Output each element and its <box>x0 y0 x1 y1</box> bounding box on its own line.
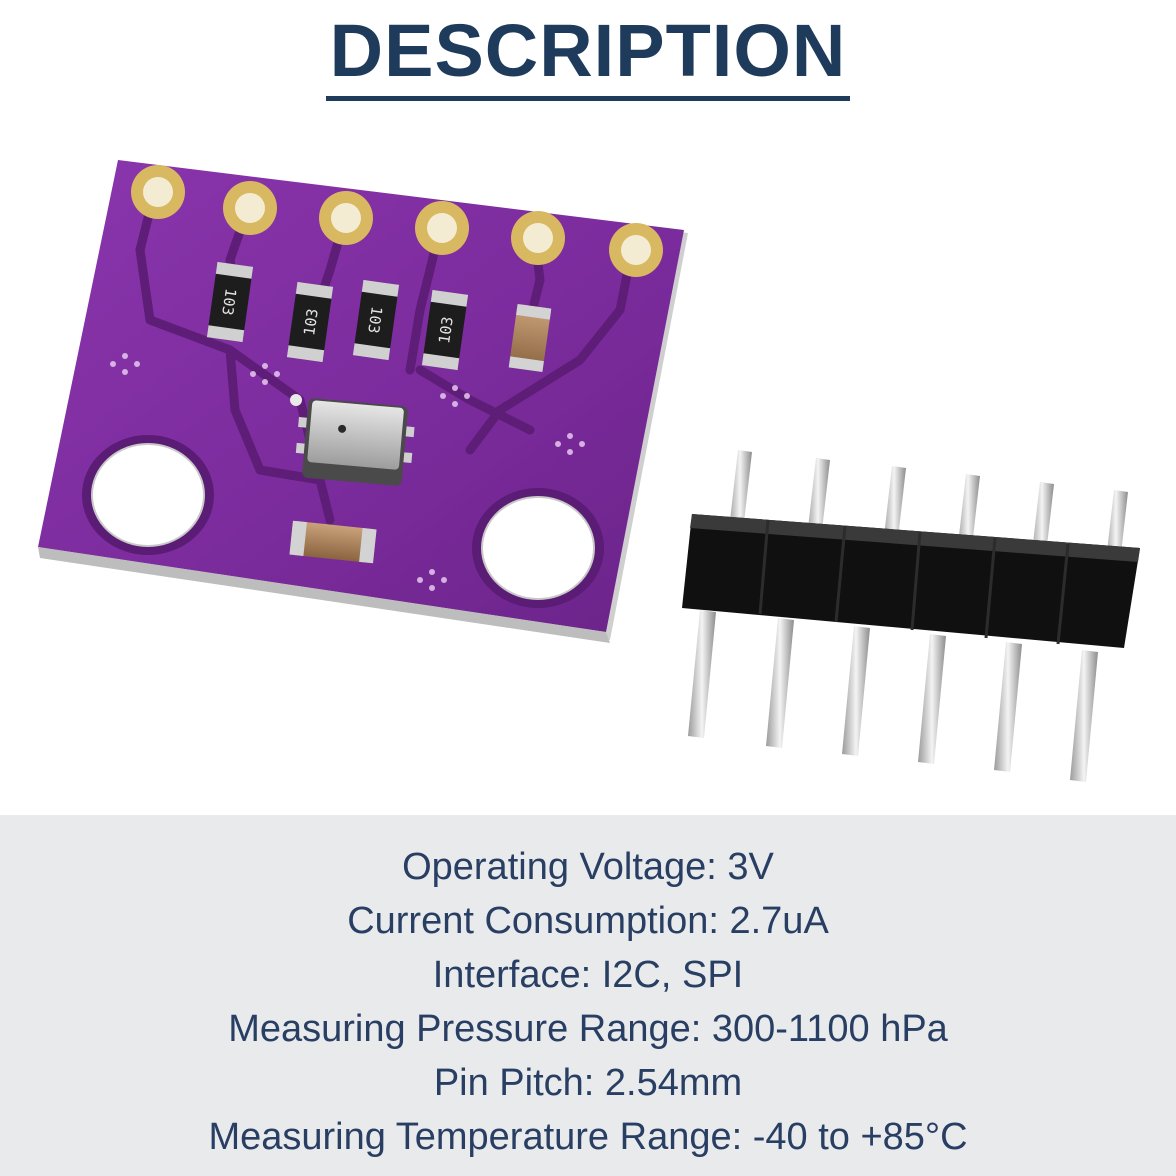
solder-pads <box>131 165 663 277</box>
spec-current-consumption: Current Consumption: 2.7uA <box>347 900 829 942</box>
resistor-2-marking: 103 <box>300 307 322 336</box>
spec-operating-voltage: Operating Voltage: 3V <box>402 846 774 888</box>
pressure-sensor-chip <box>295 398 415 486</box>
product-photo: 103 103 103 103 <box>0 110 1176 815</box>
pin-header <box>682 450 1140 782</box>
resistor-1-marking: 103 <box>218 287 240 316</box>
spec-interface: Interface: I2C, SPI <box>432 954 744 996</box>
resistor-4-marking: 103 <box>435 315 457 344</box>
capacitor-1 <box>508 303 552 373</box>
resistor-1: 103 <box>206 261 254 343</box>
resistor-2: 103 <box>286 281 334 363</box>
resistor-4: 103 <box>421 289 469 371</box>
spec-pressure-range: Measuring Pressure Range: 300-1100 hPa <box>228 1008 948 1050</box>
resistor-3-marking: 103 <box>364 305 386 334</box>
page-title: DESCRIPTION <box>325 12 851 101</box>
title-area: DESCRIPTION <box>0 0 1176 110</box>
spec-pin-pitch: Pin Pitch: 2.54mm <box>433 1062 743 1104</box>
mounting-hole-right <box>472 488 604 608</box>
resistor-3: 103 <box>352 279 400 361</box>
pcb-board: 103 103 103 103 <box>38 160 688 643</box>
capacitor-2 <box>289 520 377 564</box>
spec-temperature-range: Measuring Temperature Range: -40 to +85°… <box>208 1116 968 1158</box>
specifications-panel: Operating Voltage: 3V Current Consumptio… <box>0 815 1176 1176</box>
mounting-hole-left <box>82 435 214 555</box>
